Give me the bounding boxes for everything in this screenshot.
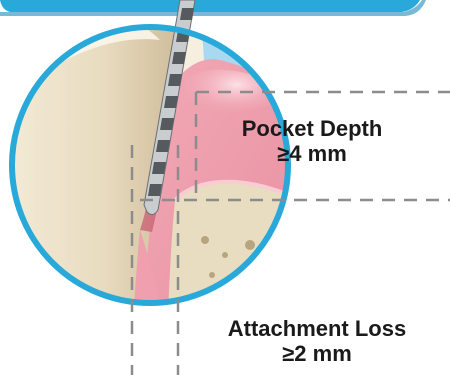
- pocket-depth-title: Pocket Depth: [212, 116, 412, 141]
- pocket-depth-label: Pocket Depth ≥4 mm: [212, 116, 412, 167]
- attachment-loss-title: Attachment Loss: [186, 316, 448, 341]
- top-banner: [0, 0, 420, 12]
- attachment-loss-label: Attachment Loss ≥2 mm: [186, 316, 448, 367]
- attachment-loss-value: ≥2 mm: [186, 341, 448, 366]
- pocket-depth-value: ≥4 mm: [212, 141, 412, 166]
